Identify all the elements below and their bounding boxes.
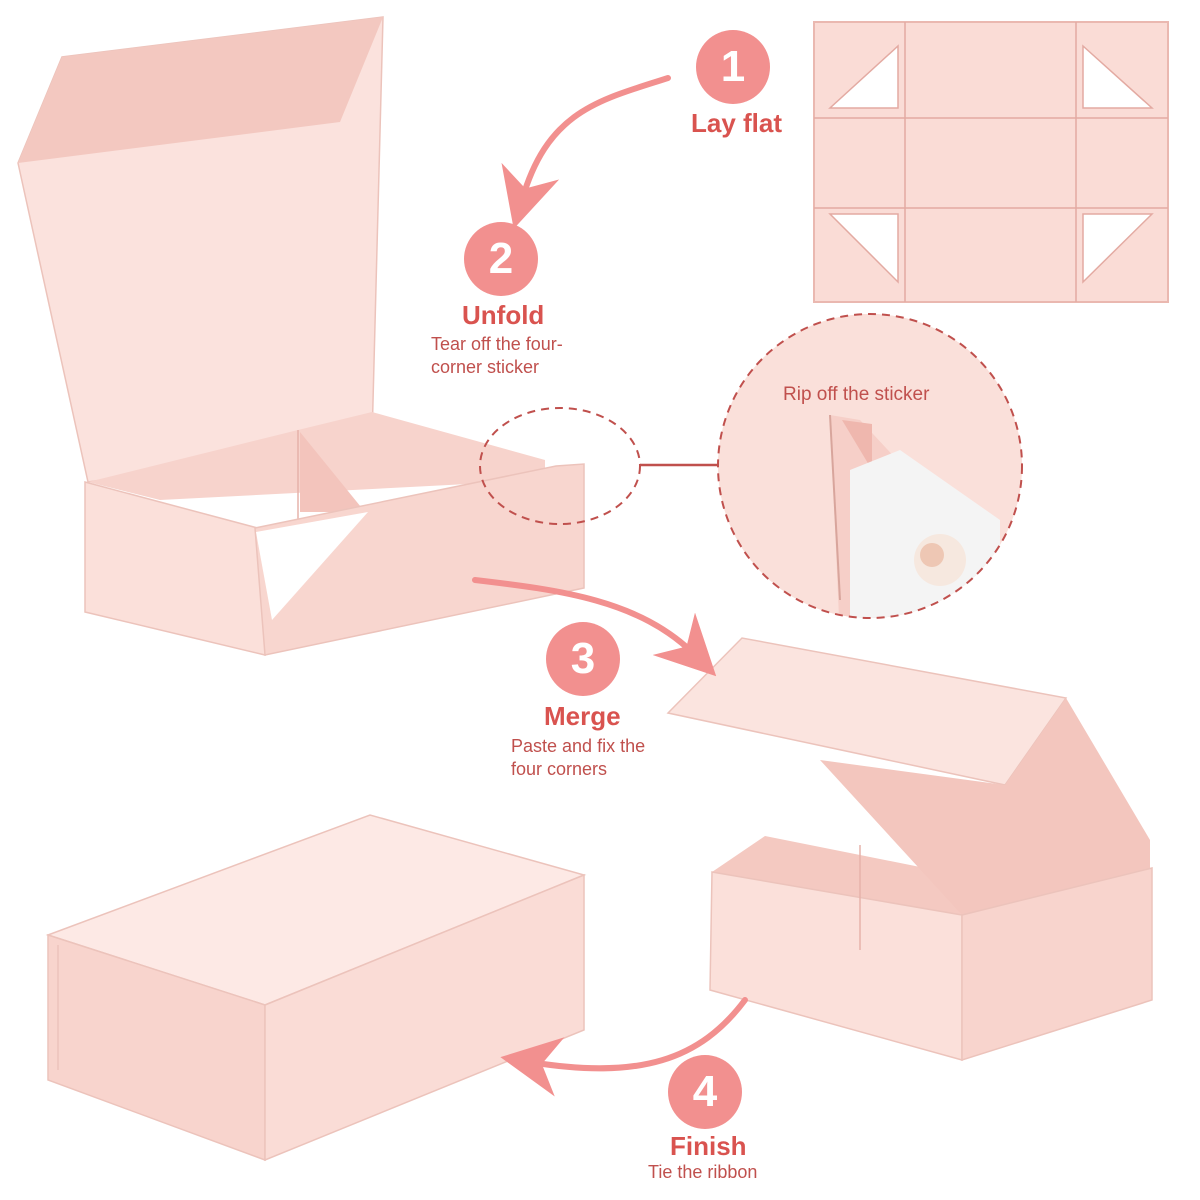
step-1-title: Lay flat — [691, 108, 783, 138]
step-3-title: Merge — [544, 701, 621, 731]
step-2-title: Unfold — [462, 300, 545, 330]
unfold-box-illustration — [17, 16, 585, 656]
step-3-desc-line: Paste and fix the — [511, 736, 646, 756]
step-1-number-badge: 1 — [696, 30, 770, 104]
arrow-step2-to-step3 — [472, 577, 717, 677]
merged-box-illustration — [666, 637, 1153, 1062]
step-4-number-badge: 4 — [668, 1055, 742, 1129]
step-2-description: Tear off the four- corner sticker — [431, 333, 563, 379]
arrow-step3-to-step4 — [500, 997, 748, 1097]
step-3-desc-line: four corners — [511, 759, 608, 779]
arrow-step1-to-step2 — [501, 75, 671, 229]
step-2-number-badge: 2 — [464, 222, 538, 296]
step-4-desc-line: Tie the ribbon — [648, 1162, 758, 1182]
step-2-desc-line: Tear off the four- — [431, 334, 563, 354]
step-2-number: 2 — [488, 234, 514, 283]
step-4-title: Finish — [670, 1131, 747, 1161]
step-3-number-badge: 3 — [546, 622, 620, 696]
flat-box-illustration — [813, 21, 1169, 303]
step-4-number: 4 — [692, 1067, 718, 1116]
step-4-description: Tie the ribbon — [648, 1161, 757, 1184]
step-2-desc-line: corner sticker — [431, 357, 540, 377]
step-1-number: 1 — [720, 42, 746, 91]
callout-zoom-circle — [717, 313, 1023, 619]
callout-label: Rip off the sticker — [783, 384, 930, 405]
step-3-number: 3 — [570, 634, 596, 683]
finished-box-illustration — [45, 814, 587, 1162]
step-3-description: Paste and fix the four corners — [511, 735, 645, 781]
